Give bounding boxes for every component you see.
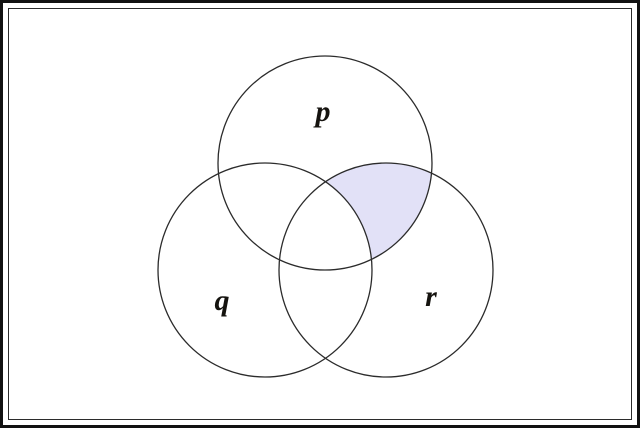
shaded-region-p-and-r-not-q: [279, 163, 432, 270]
set-circle-q[interactable]: [157, 162, 373, 378]
set-label-r: r: [425, 280, 437, 313]
set-label-p: p: [313, 95, 331, 128]
venn-diagram-canvas: p q r: [157, 55, 494, 378]
set-circle-r[interactable]: [278, 162, 494, 378]
set-label-q: q: [215, 284, 230, 317]
set-circle-p[interactable]: [217, 55, 433, 271]
